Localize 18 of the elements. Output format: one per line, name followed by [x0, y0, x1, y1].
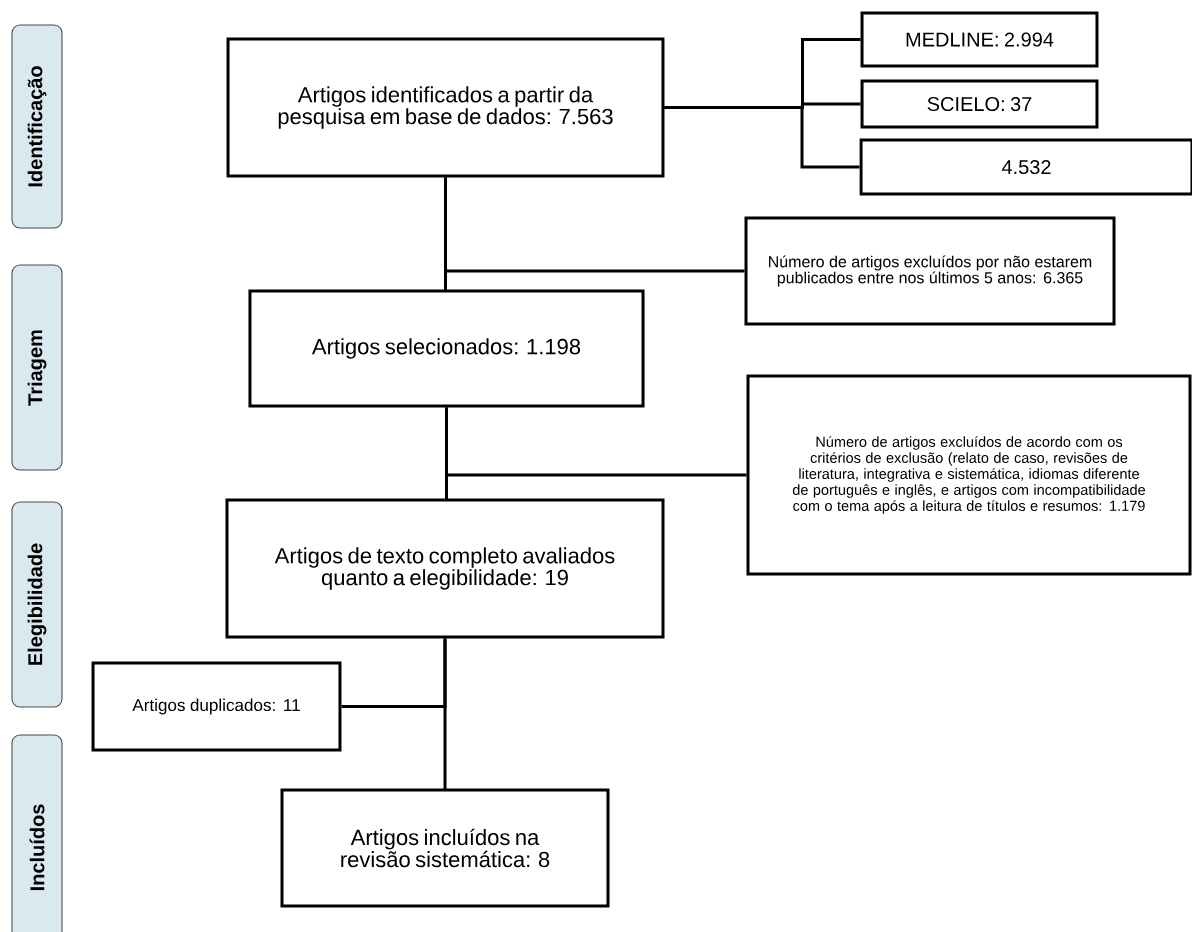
process-box: Artigos incluídos na revisão sistemática: 8: [280, 788, 610, 908]
stage-label: Triagem: [11, 264, 63, 471]
connector-line: [341, 638, 447, 708]
connector-line: [444, 177, 745, 273]
process-box: Número de artigos excluídos de acordo com os critérios de exclusão (relato de caso, revisões de literatura, integrativa e sistemática, idiomas diferente de português e inglês, e artigos com incompatibilidade com o tema após a leitura de títulos e resumos: 1.179: [746, 374, 1192, 576]
process-box: MEDLINE: 2.994: [860, 11, 1099, 68]
process-box: Artigos selecionados: 1.198: [248, 289, 645, 408]
process-box: SCIELO: 37: [860, 79, 1099, 129]
stage-label: Elegibilidade: [11, 501, 63, 708]
process-box: Artigos de texto completo avaliados quanto a elegibilidade: 19: [225, 498, 665, 639]
process-box: 4.532: [859, 138, 1192, 196]
connector-line: [445, 407, 747, 477]
connector-line: [664, 106, 860, 169]
stage-label: Incluídos: [11, 734, 63, 932]
process-box: Artigos duplicados: 11: [91, 661, 342, 752]
stage-label: Identificação: [11, 24, 63, 229]
process-box: Número de artigos excluídos por não estarem publicados entre nos últimos 5 anos: 6.365: [744, 216, 1116, 326]
process-box: Artigos identificados a partir da pesquisa em base de dados: 7.563: [226, 37, 665, 178]
